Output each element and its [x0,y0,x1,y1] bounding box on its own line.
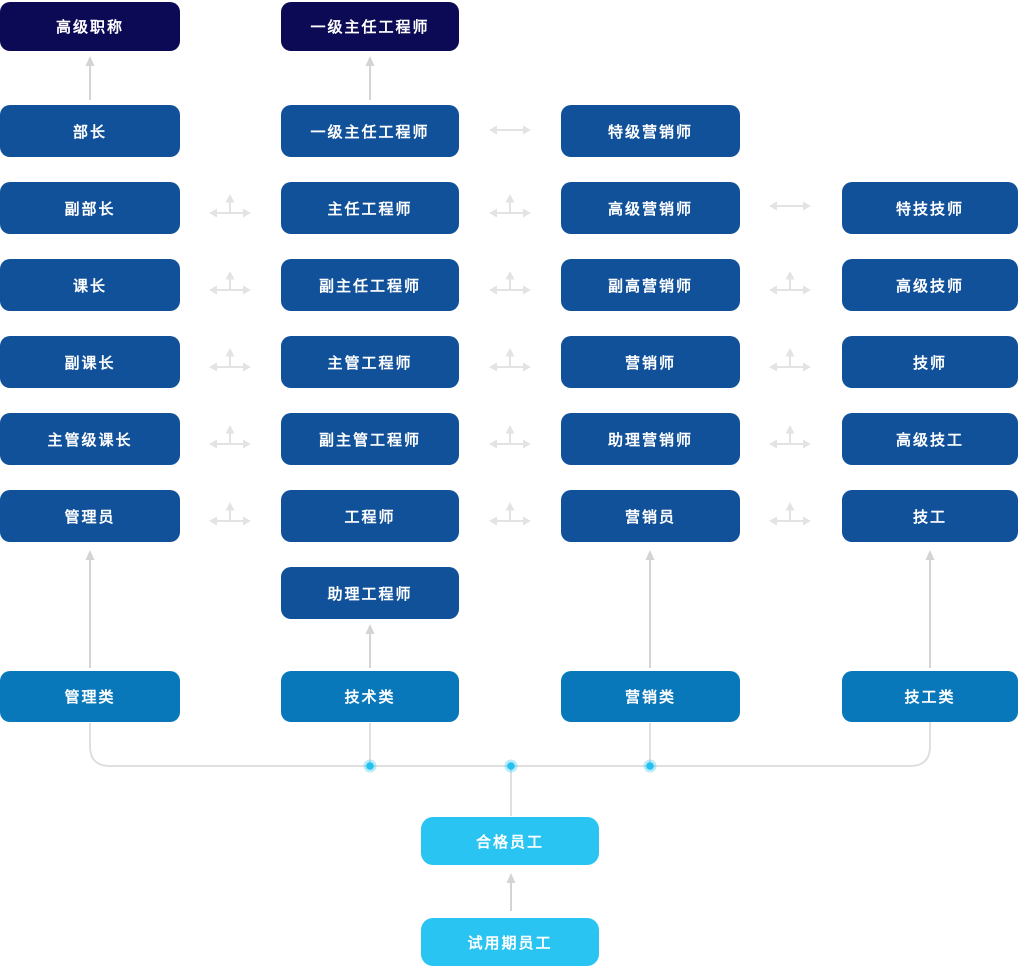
node-category-marketing[interactable]: 营销类 [561,671,740,722]
node-marketing-l6[interactable]: 营销员 [561,490,740,542]
node-technical-l6[interactable]: 工程师 [281,490,459,542]
node-management-l3[interactable]: 课长 [0,259,180,311]
node-category-technical[interactable]: 技术类 [281,671,459,722]
double-arrow [768,200,812,212]
node-skilled-l3[interactable]: 技师 [842,336,1018,388]
node-skilled-l2[interactable]: 高级技师 [842,259,1018,311]
three-way-arrow [488,124,532,527]
node-level1-chief-engineer-title[interactable]: 一级主任工程师 [281,2,459,51]
node-marketing-l1[interactable]: 特级营销师 [561,105,740,157]
node-management-l4[interactable]: 副课长 [0,336,180,388]
node-qualified-employee[interactable]: 合格员工 [421,817,599,865]
node-marketing-l2[interactable]: 高级营销师 [561,182,740,234]
node-marketing-l3[interactable]: 副高营销师 [561,259,740,311]
node-technical-l3[interactable]: 副主任工程师 [281,259,459,311]
node-technical-l7[interactable]: 助理工程师 [281,567,459,619]
junction-dot [363,759,657,773]
node-senior-title[interactable]: 高级职称 [0,2,180,51]
node-management-l1[interactable]: 部长 [0,105,180,157]
node-skilled-l4[interactable]: 高级技工 [842,413,1018,465]
up-arrow [85,56,935,911]
node-management-l6[interactable]: 管理员 [0,490,180,542]
node-technical-l4[interactable]: 主管工程师 [281,336,459,388]
node-technical-l2[interactable]: 主任工程师 [281,182,459,234]
node-category-management[interactable]: 管理类 [0,671,180,722]
node-technical-l5[interactable]: 副主管工程师 [281,413,459,465]
node-management-l2[interactable]: 副部长 [0,182,180,234]
node-skilled-l1[interactable]: 特技技师 [842,182,1018,234]
node-marketing-l4[interactable]: 营销师 [561,336,740,388]
node-probation-employee[interactable]: 试用期员工 [421,918,599,966]
double-arrow [488,124,532,136]
node-management-l5[interactable]: 主管级课长 [0,413,180,465]
node-skilled-l5[interactable]: 技工 [842,490,1018,542]
node-category-skilled[interactable]: 技工类 [842,671,1018,722]
three-way-arrow [768,200,812,527]
node-marketing-l5[interactable]: 助理营销师 [561,413,740,465]
node-technical-l1[interactable]: 一级主任工程师 [281,105,459,157]
three-way-arrow [208,193,252,527]
